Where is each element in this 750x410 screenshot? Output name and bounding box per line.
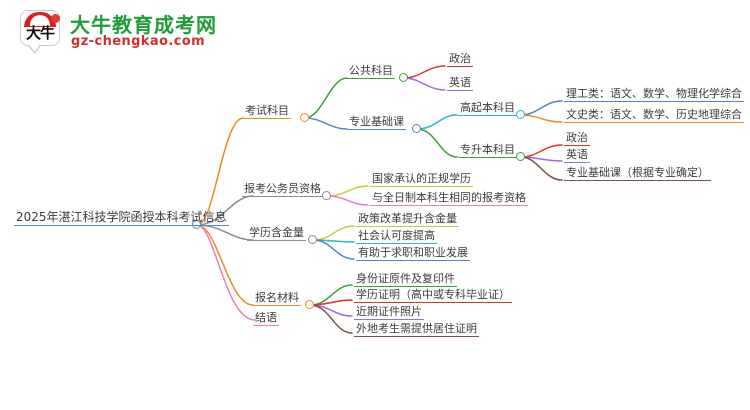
logo-url: gz-chengkao.com <box>71 34 206 49</box>
node-recent-photo[interactable]: 近期证件照片 <box>354 305 424 320</box>
node-dot-gaoqiben[interactable] <box>516 110 525 119</box>
node-recognized-degree[interactable]: 国家承认的正规学历 <box>370 172 473 187</box>
node-residence-proof[interactable]: 外地考生需提供居住证明 <box>354 322 479 337</box>
node-civil-service-eligibility[interactable]: 报考公务员资格 <box>242 182 323 197</box>
node-education-certificate[interactable]: 学历证明（高中或专科毕业证） <box>354 288 512 303</box>
node-zsb-major-basic[interactable]: 专业基础课（根据专业确定） <box>564 166 711 181</box>
node-zsb-politics[interactable]: 政治 <box>564 131 590 146</box>
logo-arc-inner <box>30 15 50 26</box>
node-public-english[interactable]: 英语 <box>447 76 473 91</box>
root-node-label[interactable]: 2025年湛江科技学院函授本科考试信息 <box>14 210 229 226</box>
site-logo[interactable]: 大牛 大牛教育成考网 gz-chengkao.com <box>18 8 216 56</box>
node-zhuanshengben-subjects[interactable]: 专升本科目 <box>458 143 517 158</box>
node-gaoqiben-liberal-arts[interactable]: 文史类：语文、数学、历史地理综合 <box>564 108 744 123</box>
logo-mark-text: 大牛 <box>25 24 55 42</box>
logo-mark-icon: 大牛 <box>18 10 64 54</box>
node-social-recognition[interactable]: 社会认可度提高 <box>356 229 437 244</box>
node-dot-materials[interactable] <box>305 300 314 309</box>
node-dot-zhuanshengben[interactable] <box>516 152 525 161</box>
node-dot-root[interactable] <box>192 220 201 229</box>
node-dot-exam-subjects[interactable] <box>300 113 309 122</box>
node-major-basic-course[interactable]: 专业基础课 <box>347 115 406 130</box>
node-zsb-english[interactable]: 英语 <box>564 148 590 163</box>
node-career-development[interactable]: 有助于求职和职业发展 <box>356 246 470 261</box>
logo-title: 大牛教育成考网 <box>70 13 217 37</box>
node-public-politics[interactable]: 政治 <box>447 52 473 67</box>
node-public-subjects[interactable]: 公共科目 <box>347 64 395 79</box>
node-dot-degree-value[interactable] <box>308 235 317 244</box>
node-dot-major-basics[interactable] <box>412 124 421 133</box>
node-gaoqiben-subjects[interactable]: 高起本科目 <box>458 101 517 116</box>
node-id-card-copy[interactable]: 身份证原件及复印件 <box>354 272 457 287</box>
node-exam-subjects[interactable]: 考试科目 <box>243 104 291 119</box>
node-gaoqiben-science[interactable]: 理工类：语文、数学、物理化学综合 <box>564 87 744 102</box>
node-same-eligibility[interactable]: 与全日制本科生相同的报考资格 <box>370 191 528 206</box>
node-conclusion[interactable]: 结语 <box>253 311 279 326</box>
node-dot-civil-service[interactable] <box>322 191 331 200</box>
node-dot-public-subjects[interactable] <box>399 73 408 82</box>
node-policy-reform-value[interactable]: 政策改革提升含金量 <box>356 212 459 227</box>
logo-dot-icon <box>51 14 60 23</box>
node-application-materials[interactable]: 报名材料 <box>253 291 301 306</box>
node-degree-value[interactable]: 学历含金量 <box>247 226 306 241</box>
